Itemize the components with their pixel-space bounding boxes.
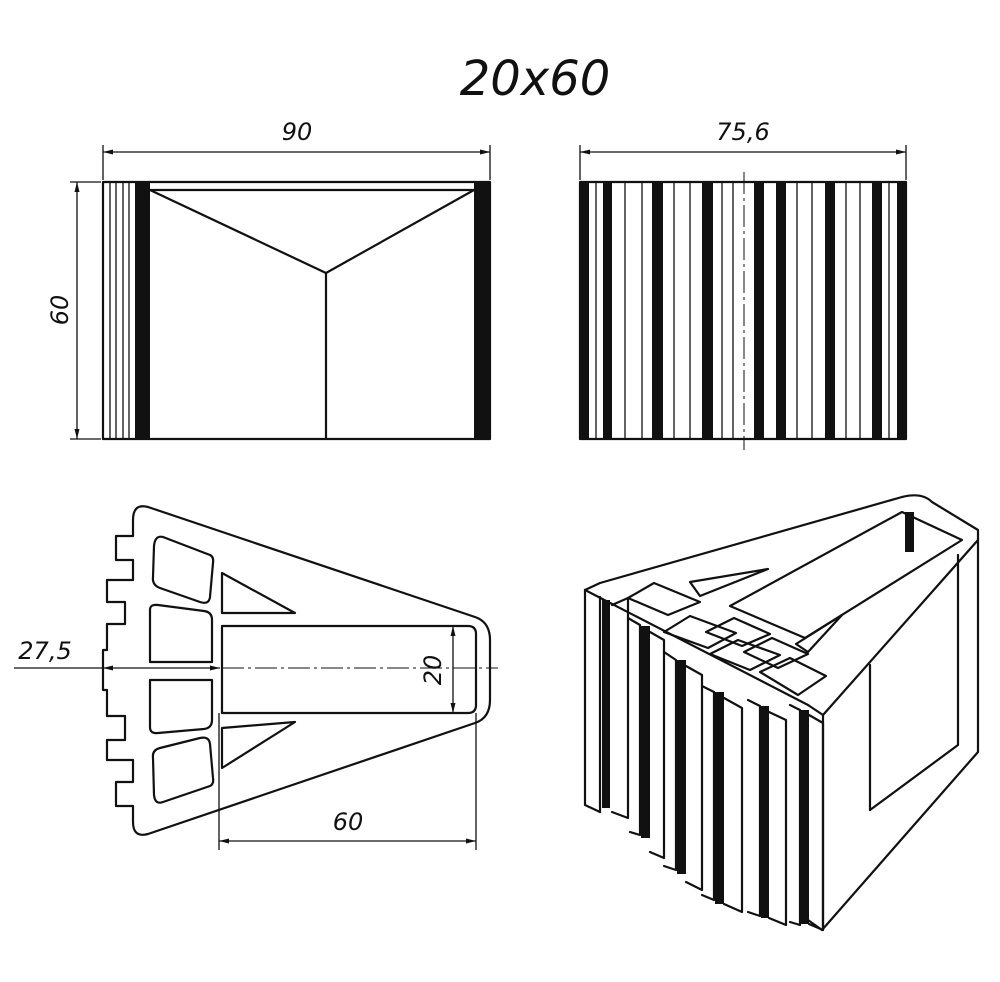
- slot-width-label: 20: [419, 655, 447, 686]
- side-view: [578, 172, 908, 450]
- side-width-label: 75,6: [716, 118, 769, 146]
- front-width-dimension: 90: [102, 118, 491, 180]
- section-offset-label: 27,5: [18, 637, 71, 665]
- slot-length-label: 60: [333, 808, 364, 836]
- slot-length-dimension: 60: [218, 713, 477, 850]
- section-view: [101, 505, 498, 836]
- front-height-dimension: 60: [46, 181, 101, 440]
- isometric-view: [583, 494, 980, 932]
- front-view: [101, 180, 492, 441]
- front-height-label: 60: [46, 295, 74, 326]
- drawing-title: 20x60: [460, 51, 611, 107]
- section-offset-dimension: 27,5: [14, 637, 220, 671]
- front-width-label: 90: [282, 118, 313, 146]
- slot-width-dimension: 20: [419, 626, 456, 713]
- side-width-dimension: 75,6: [579, 118, 907, 180]
